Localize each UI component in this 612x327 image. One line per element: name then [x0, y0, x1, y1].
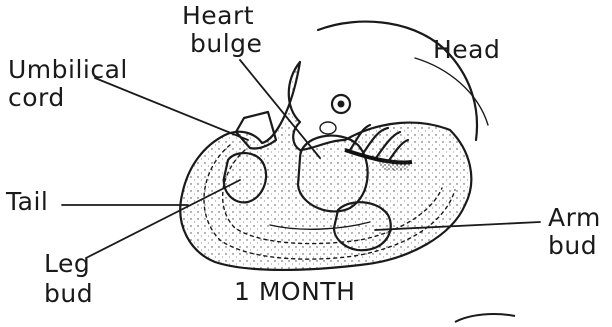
head-label: Head	[433, 35, 500, 64]
ear-shape	[320, 122, 336, 134]
heart-label-line2: bulge	[190, 29, 262, 58]
corner-mark	[455, 314, 515, 322]
embryo-body	[180, 62, 471, 270]
leg-label-line1: Leg	[44, 249, 90, 278]
arm-label-line1: Arm	[548, 203, 601, 232]
tail-label: Tail	[5, 187, 48, 216]
eye-inner	[338, 101, 345, 108]
umbilical-label-line2: cord	[8, 83, 65, 112]
umbilical-leader-line	[95, 78, 248, 140]
heart-label-line1: Heart	[182, 1, 254, 30]
leg-label-line2: bud	[44, 279, 93, 308]
umbilical-label-line1: Umbilical	[8, 55, 128, 84]
caption-1-month: 1 MONTH	[234, 277, 355, 306]
arm-label-line2: bud	[548, 231, 597, 260]
